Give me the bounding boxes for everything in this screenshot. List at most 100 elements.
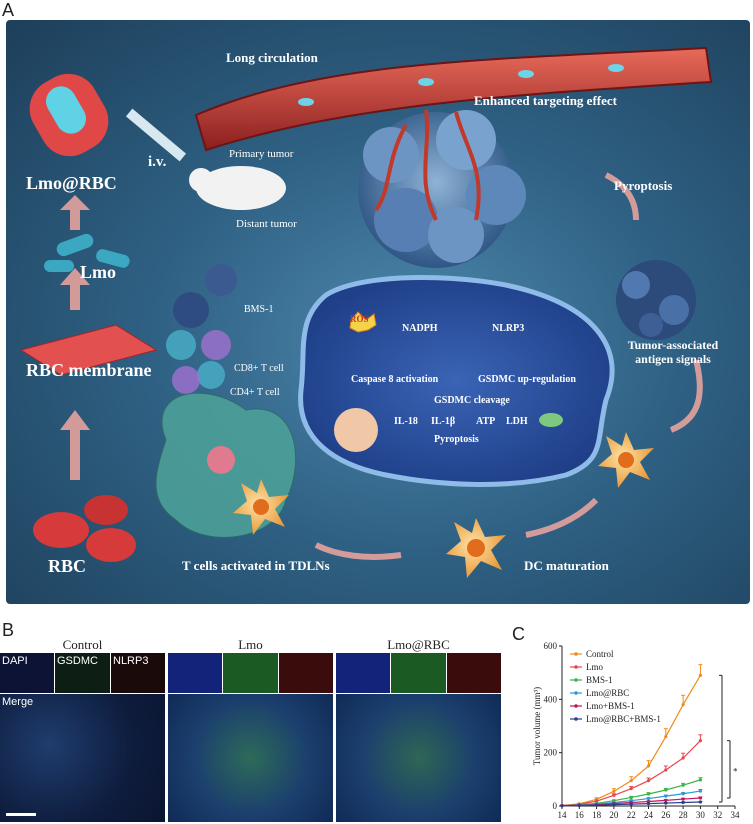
data-point bbox=[560, 804, 564, 808]
legend-marker-3 bbox=[574, 691, 578, 695]
tile-lmorbc-nlrp3 bbox=[447, 653, 501, 693]
data-point bbox=[629, 802, 633, 806]
legend-marker-0 bbox=[574, 652, 578, 656]
legend-label-2: BMS-1 bbox=[586, 675, 613, 685]
label-distant-tumor: Distant tumor bbox=[236, 218, 297, 230]
label-bms1: BMS-1 bbox=[244, 304, 274, 315]
label-pyroptosis-top: Pyroptosis bbox=[614, 178, 673, 193]
label-atp: ATP bbox=[476, 416, 496, 427]
label-iv: i.v. bbox=[148, 154, 167, 170]
tumor-cell-cross-section bbox=[298, 275, 615, 487]
label-ldh: LDH bbox=[506, 416, 528, 427]
schematic-illustration: Long circulation Enhanced targeting effe… bbox=[6, 20, 750, 604]
data-point bbox=[664, 801, 668, 805]
y-tick-label: 200 bbox=[544, 748, 558, 758]
y-tick-label: 400 bbox=[544, 694, 558, 704]
data-point bbox=[681, 792, 685, 796]
scale-bar bbox=[6, 813, 36, 816]
data-point bbox=[646, 764, 651, 768]
x-tick-label: 16 bbox=[575, 810, 585, 820]
data-point bbox=[681, 800, 685, 805]
legend-marker-1 bbox=[574, 665, 578, 669]
x-tick-label: 34 bbox=[731, 810, 741, 820]
data-point bbox=[698, 789, 702, 793]
label-dc-maturation: DC maturation bbox=[524, 558, 609, 573]
syringe bbox=[125, 108, 187, 162]
data-point bbox=[681, 756, 685, 760]
tile-control-nlrp3: NLRP3 bbox=[111, 653, 165, 693]
tile-control-merge: Merge bbox=[0, 694, 165, 822]
channel-label-dapi: DAPI bbox=[2, 655, 28, 667]
tile-lmorbc-merge bbox=[336, 694, 501, 822]
label-rbc-membrane: RBC membrane bbox=[26, 360, 152, 380]
panel-b-letter: B bbox=[2, 620, 15, 640]
data-point bbox=[664, 768, 668, 772]
label-nlrp3: NLRP3 bbox=[492, 323, 525, 334]
data-point bbox=[698, 800, 702, 804]
mouse bbox=[196, 166, 286, 210]
label-primary-tumor: Primary tumor bbox=[229, 148, 294, 160]
immune-cell-cluster bbox=[166, 264, 237, 394]
tile-lmo-merge bbox=[168, 694, 333, 822]
data-point bbox=[698, 778, 702, 782]
legend-label-1: Lmo bbox=[586, 662, 603, 672]
data-point bbox=[664, 794, 668, 798]
data-point bbox=[664, 788, 668, 792]
x-tick-label: 24 bbox=[644, 810, 654, 820]
label-nadph: NADPH bbox=[402, 323, 438, 334]
label-gsdmc-up: GSDMC up-regulation bbox=[478, 374, 576, 385]
y-tick-label: 0 bbox=[553, 801, 558, 811]
tile-lmorbc-dapi bbox=[336, 653, 390, 693]
rbc-membrane-sheet bbox=[19, 324, 158, 376]
data-point bbox=[577, 803, 581, 808]
data-point bbox=[664, 798, 668, 802]
label-caspase8: Caspase 8 activation bbox=[351, 374, 439, 385]
x-tick-label: 20 bbox=[609, 810, 619, 820]
legend-marker-2 bbox=[574, 678, 578, 682]
tile-control-dapi: DAPI bbox=[0, 653, 54, 693]
process-arrows bbox=[314, 172, 703, 560]
series-line-1 bbox=[561, 740, 701, 807]
circulating-particles bbox=[298, 64, 624, 106]
group-title-lmo-rbc: Lmo@RBC bbox=[387, 637, 450, 652]
data-point bbox=[646, 779, 651, 783]
label-long-circulation: Long circulation bbox=[226, 50, 318, 65]
y-axis-label: Tumor volume (mm³) bbox=[532, 687, 542, 765]
legend-marker-4 bbox=[574, 704, 578, 708]
x-tick-label: 14 bbox=[558, 810, 568, 820]
label-cd4: CD4+ T cell bbox=[230, 387, 280, 398]
data-point bbox=[681, 783, 685, 787]
lmo-bacteria bbox=[44, 233, 130, 272]
data-point bbox=[681, 703, 685, 707]
label-il1b: IL-1β bbox=[431, 416, 456, 427]
x-tick-label: 30 bbox=[696, 810, 706, 820]
group-title-lmo: Lmo bbox=[238, 637, 263, 652]
primary-tumor-mass bbox=[358, 109, 526, 268]
panel-a-letter: A bbox=[2, 0, 15, 20]
data-point bbox=[698, 739, 702, 743]
data-point bbox=[646, 796, 651, 801]
data-point bbox=[646, 792, 651, 796]
label-lmo-rbc: Lmo@RBC bbox=[26, 173, 117, 193]
legend-marker-5 bbox=[574, 717, 578, 721]
red-blood-cells bbox=[33, 495, 136, 562]
label-tumor-antigen: Tumor-associated antigen signals bbox=[627, 338, 719, 366]
tile-lmo-gsdmc bbox=[223, 653, 278, 693]
x-tick-label: 18 bbox=[592, 810, 602, 820]
data-point bbox=[595, 803, 599, 807]
y-tick-label: 600 bbox=[544, 641, 558, 651]
pyroptotic-cluster bbox=[616, 260, 696, 340]
legend-label-3: Lmo@RBC bbox=[586, 688, 629, 698]
label-enhanced-targeting: Enhanced targeting effect bbox=[474, 93, 617, 108]
channel-label-gsdmc: GSDMC bbox=[57, 655, 98, 667]
dendritic-cells bbox=[233, 432, 654, 578]
data-point bbox=[698, 673, 702, 677]
left-flow-arrows bbox=[60, 195, 90, 480]
tile-lmorbc-gsdmc bbox=[391, 653, 446, 693]
data-point bbox=[664, 735, 668, 739]
label-il18: IL-18 bbox=[394, 416, 418, 427]
legend-label-4: Lmo+BMS-1 bbox=[586, 701, 635, 711]
group-title-control: Control bbox=[62, 637, 103, 652]
label-pyroptosis-inner: Pyroptosis bbox=[434, 434, 479, 445]
label-gsdmc-cleavage: GSDMC cleavage bbox=[434, 395, 510, 406]
